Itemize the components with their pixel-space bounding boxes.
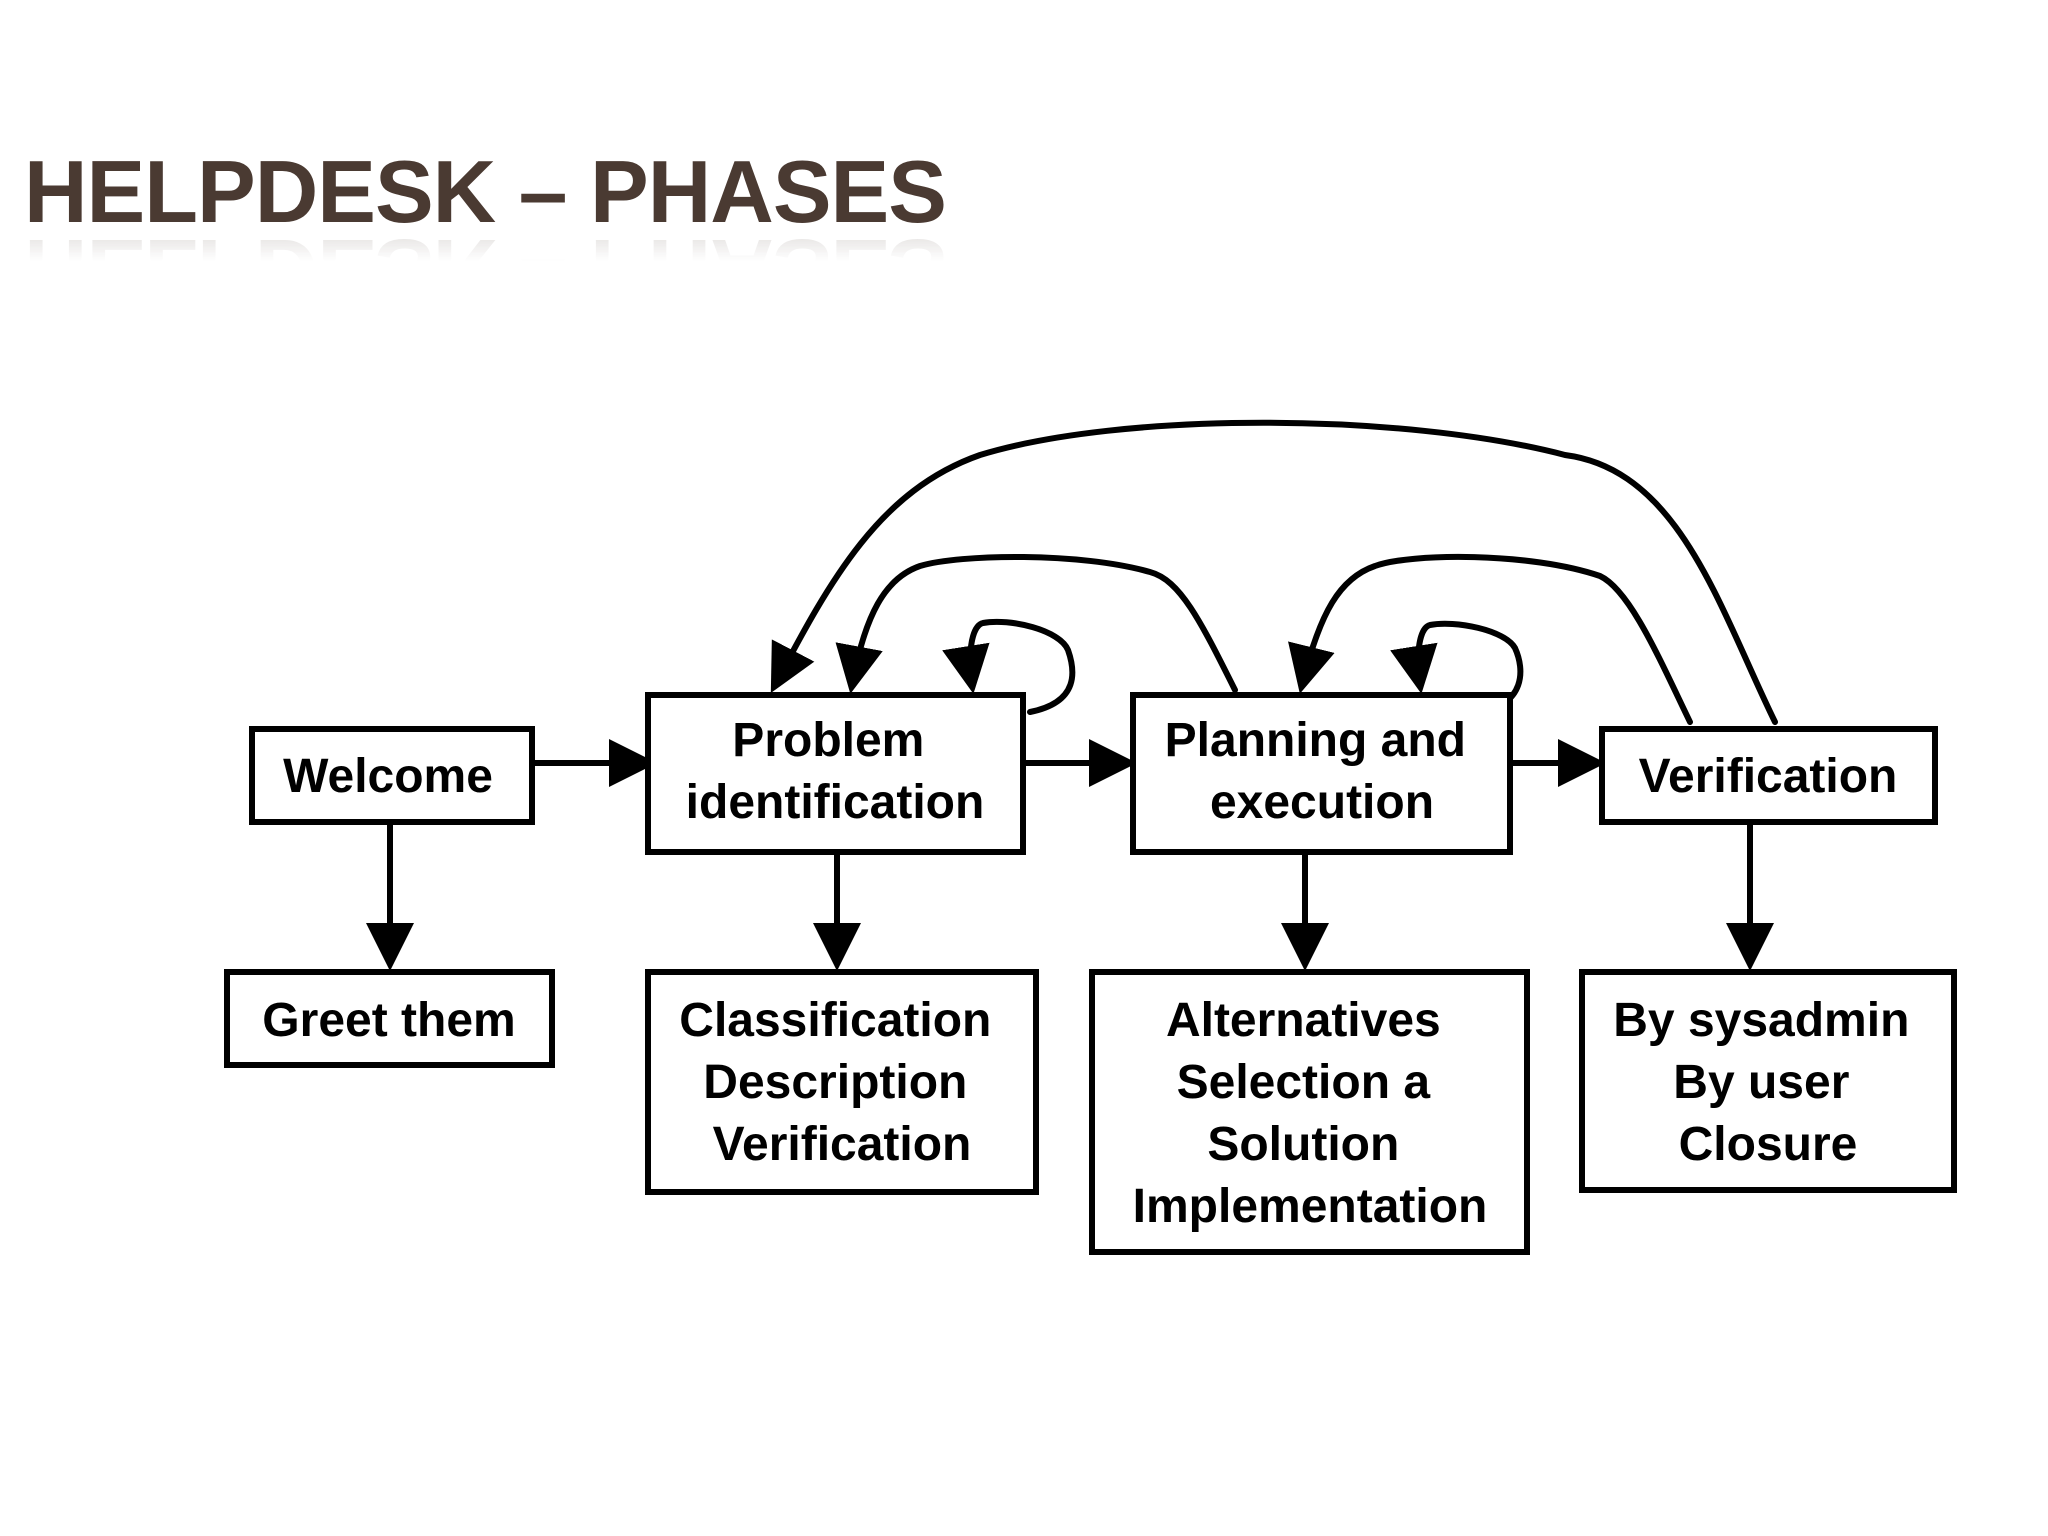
loop-problem-self: [942, 618, 1076, 715]
page-title: Helpdesk – Phases: [24, 142, 947, 241]
box-problem-identification: Problem identification: [645, 692, 1026, 855]
box-verification-steps: By sysadmin By user Closure: [1579, 969, 1957, 1193]
arrow-planning-back-to-problem: [835, 553, 1238, 694]
box-planning-steps-label: Alternatives Selection a Solution Implem…: [1133, 994, 1488, 1233]
arrow-verification-back-to-problem: [770, 419, 1778, 725]
box-greet-them: Greet them: [224, 969, 555, 1068]
connectors: [366, 419, 1778, 971]
box-welcome: Welcome: [249, 726, 535, 825]
box-planning-execution: Planning and execution: [1130, 692, 1513, 855]
box-problem-identification-label: Problem identification: [686, 714, 985, 829]
box-greet-them-label: Greet them: [262, 994, 515, 1047]
box-problem-steps: Classification Description Verification: [645, 969, 1039, 1195]
box-planning-execution-label: Planning and execution: [1165, 714, 1480, 829]
box-planning-steps: Alternatives Selection a Solution Implem…: [1089, 969, 1530, 1255]
box-welcome-label: Welcome: [283, 750, 493, 803]
box-verification-label: Verification: [1639, 750, 1898, 803]
box-verification-steps-label: By sysadmin By user Closure: [1613, 994, 1922, 1171]
box-problem-steps-label: Classification Description Verification: [679, 994, 1004, 1171]
loop-planning-self: [1390, 620, 1524, 715]
box-verification: Verification: [1599, 726, 1938, 825]
arrow-verification-back-to-planning: [1288, 553, 1693, 725]
